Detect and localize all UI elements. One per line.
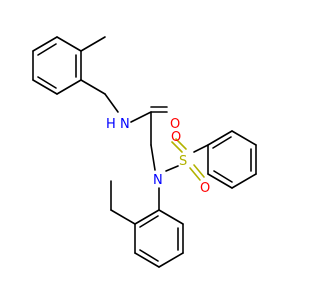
sulfonyl-s-label: S [179, 154, 187, 169]
double-bond [212, 136, 232, 149]
bond [207, 130, 233, 146]
phenyl-ring [207, 130, 257, 189]
s-o-double-bond [175, 138, 187, 150]
ethyl-bond [110, 209, 136, 225]
amide-n-label: N [120, 117, 130, 132]
bond [231, 130, 257, 146]
bond [56, 79, 82, 95]
sulfonamide-n-label: N [153, 173, 163, 188]
bond [165, 165, 179, 172]
bond [158, 252, 184, 268]
double-bond [37, 76, 57, 89]
bond [150, 144, 156, 171]
bond [207, 173, 233, 189]
structure-canvas: N H O N S O O [32, 36, 257, 268]
bond [80, 79, 106, 95]
bond [130, 111, 152, 123]
bond [193, 144, 209, 153]
sulfonyl-o2-label: O [200, 181, 210, 196]
amide-h-label: H [106, 117, 116, 132]
double-bond [213, 170, 233, 183]
s-o-double-bond [189, 167, 201, 181]
tolyl-ring [32, 36, 82, 95]
double-bond [139, 249, 159, 262]
carbonyl-o-label: O [170, 117, 180, 132]
bond [158, 209, 184, 225]
molecule-diagram: N H O N S O O [32, 36, 257, 268]
bond [32, 36, 58, 52]
bond [56, 36, 82, 52]
methyl-bond [80, 36, 106, 52]
s-o-double-bond [171, 141, 183, 153]
double-bond [139, 215, 159, 228]
ethylphenyl-ring [134, 209, 184, 268]
bond [32, 79, 58, 95]
bond [231, 173, 257, 189]
double-bond [37, 43, 57, 56]
bond [134, 209, 160, 225]
bond [134, 252, 160, 268]
bond [104, 93, 119, 113]
sulfonyl-o1-label: O [171, 130, 181, 145]
s-o-double-bond [193, 164, 205, 178]
